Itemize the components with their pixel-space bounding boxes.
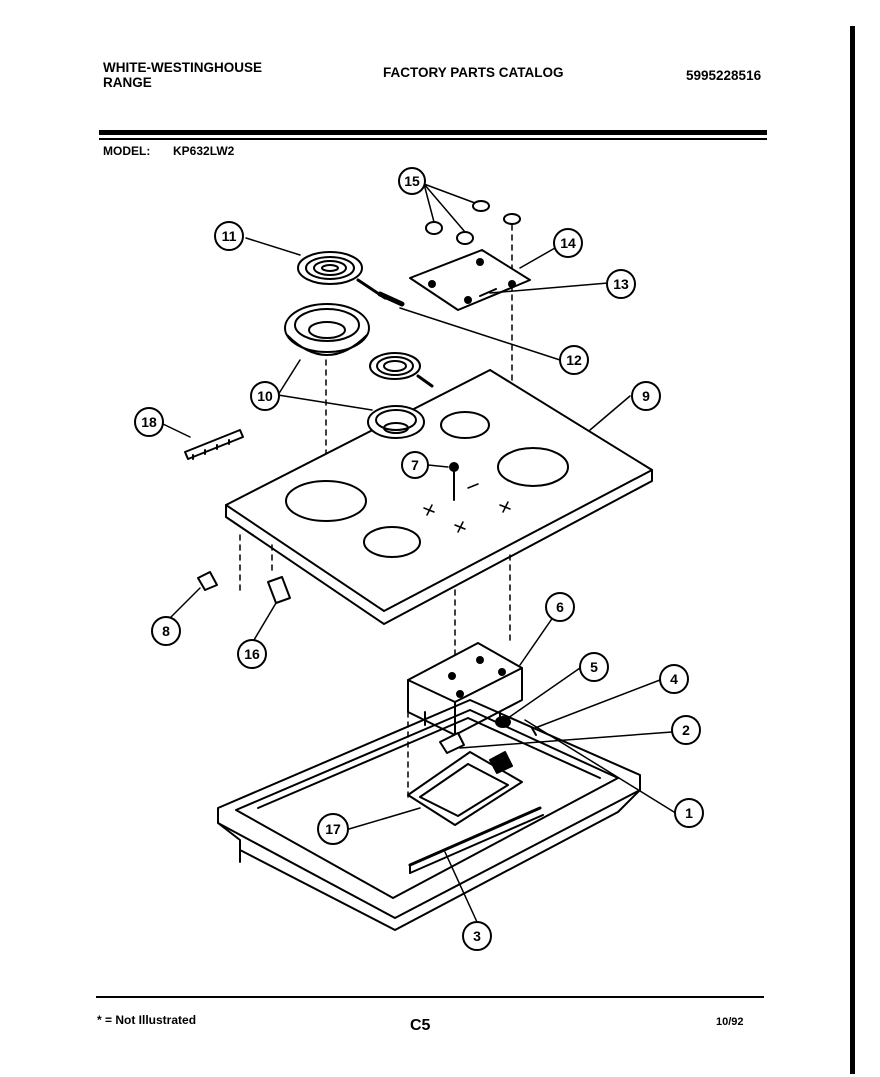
- callout-18: 18: [134, 407, 164, 437]
- callout-3: 3: [462, 921, 492, 951]
- page-border: [850, 26, 855, 1074]
- callout-label: 5: [590, 659, 598, 675]
- callout-6: 6: [545, 592, 575, 622]
- screw-part: [449, 462, 459, 501]
- catalog-date: 10/92: [716, 1016, 744, 1028]
- header-rule-thin: [99, 138, 767, 140]
- side-parts: [197, 571, 291, 604]
- callout-label: 12: [566, 352, 582, 368]
- footer-rule: [96, 996, 764, 998]
- page-number: C5: [410, 1017, 431, 1034]
- callout-9: 9: [631, 381, 661, 411]
- model-label: MODEL:: [103, 144, 151, 158]
- callout-13: 13: [606, 269, 636, 299]
- leader-lines: [162, 183, 675, 923]
- callout-label: 3: [473, 928, 481, 944]
- rod-part: [408, 806, 544, 874]
- mounting-plate: [409, 249, 531, 311]
- callout-label: 15: [404, 173, 420, 189]
- callout-14: 14: [553, 228, 583, 258]
- callout-label: 8: [162, 623, 170, 639]
- callout-label: 6: [556, 599, 564, 615]
- brand-line-1: WHITE-WESTINGHOUSE: [103, 60, 262, 75]
- callout-8: 8: [151, 616, 181, 646]
- base-pan: [217, 699, 641, 931]
- callout-label: 13: [613, 276, 629, 292]
- callout-4: 4: [659, 664, 689, 694]
- model-number: KP632LW2: [173, 144, 235, 158]
- callout-label: 16: [244, 646, 260, 662]
- callout-label: 9: [642, 388, 650, 404]
- callout-11: 11: [214, 221, 244, 251]
- callout-label: 18: [141, 414, 157, 430]
- callout-16: 16: [237, 639, 267, 669]
- callout-2: 2: [671, 715, 701, 745]
- callout-5: 5: [579, 652, 609, 682]
- hinge-bracket: [184, 429, 244, 460]
- callout-label: 4: [670, 671, 678, 687]
- callout-label: 14: [560, 235, 576, 251]
- catalog-title: FACTORY PARTS CATALOG: [383, 65, 564, 80]
- callout-7: 7: [401, 451, 429, 479]
- receptacle-part: [377, 291, 405, 307]
- small-parts: [439, 716, 537, 774]
- support-bracket: [407, 751, 523, 826]
- brand-line-2: RANGE: [103, 75, 152, 90]
- callout-1: 1: [674, 798, 704, 828]
- callout-label: 1: [685, 805, 693, 821]
- callout-12: 12: [559, 345, 589, 375]
- drip-bowls: [284, 303, 425, 439]
- knob-parts: [425, 200, 521, 245]
- callout-label: 2: [682, 722, 690, 738]
- callout-15: 15: [398, 167, 426, 195]
- cooktop-top: [225, 369, 653, 625]
- callout-label: 17: [325, 821, 341, 837]
- callout-label: 7: [411, 457, 419, 473]
- header-rule: [99, 130, 767, 135]
- brand-title: WHITE-WESTINGHOUSE RANGE: [103, 60, 262, 90]
- catalog-part-number: 5995228516: [686, 68, 762, 83]
- callout-17: 17: [317, 813, 349, 845]
- footnote-text: * = Not Illustrated: [97, 1013, 197, 1027]
- callout-10: 10: [250, 381, 280, 411]
- callout-label: 11: [222, 228, 237, 244]
- callout-label: 10: [257, 388, 273, 404]
